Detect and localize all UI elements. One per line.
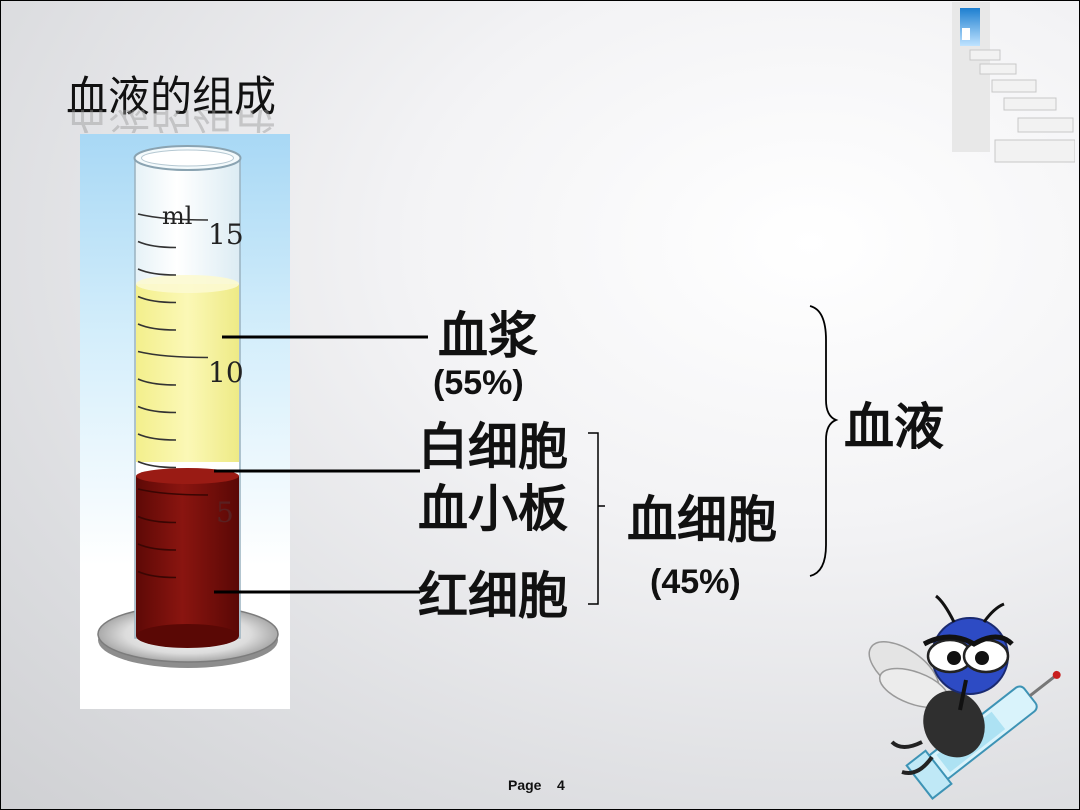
graduation-mark bbox=[137, 295, 177, 304]
blood-brace bbox=[809, 305, 839, 577]
unit-label: ml bbox=[162, 202, 192, 230]
graduation-mark bbox=[137, 405, 177, 414]
mosquito-syringe-icon bbox=[868, 594, 1061, 800]
page-label: Page bbox=[508, 777, 542, 793]
graduation-mark bbox=[137, 240, 177, 249]
tick-label-10: 10 bbox=[208, 356, 244, 389]
graduation-mark bbox=[137, 570, 177, 579]
label-blood-cells-percent: (45%) bbox=[650, 563, 741, 601]
graduated-cylinder: ml 15 10 5 bbox=[80, 134, 290, 709]
label-plasma-percent: (55%) bbox=[433, 364, 524, 402]
label-red-cells: 红细胞 bbox=[418, 567, 568, 625]
page-number: 4 bbox=[557, 777, 565, 793]
label-blood-cells: 血细胞 bbox=[627, 491, 777, 549]
stairs-icon bbox=[952, 2, 1075, 163]
graduation-mark bbox=[137, 433, 177, 441]
blood-cells-bracket bbox=[588, 432, 605, 605]
graduation-mark bbox=[137, 488, 209, 496]
graduation-mark bbox=[137, 460, 177, 469]
graduation-mark bbox=[137, 350, 209, 359]
label-platelets: 血小板 bbox=[418, 480, 568, 538]
graduation-mark bbox=[137, 515, 177, 524]
tick-label-15: 15 bbox=[208, 218, 244, 251]
graduation-mark bbox=[137, 543, 177, 551]
graduation-mark bbox=[137, 323, 177, 331]
graduation-mark bbox=[137, 378, 177, 386]
label-plasma: 血浆 bbox=[438, 307, 538, 365]
graduation-mark bbox=[137, 213, 209, 221]
label-white-cells: 白细胞 bbox=[418, 418, 568, 476]
graduation-mark bbox=[137, 268, 177, 276]
label-blood: 血液 bbox=[844, 398, 944, 456]
slide-title: 血液的组成 bbox=[66, 72, 277, 121]
tick-label-5: 5 bbox=[216, 496, 234, 529]
page-indicator: Page 4 bbox=[508, 777, 565, 793]
